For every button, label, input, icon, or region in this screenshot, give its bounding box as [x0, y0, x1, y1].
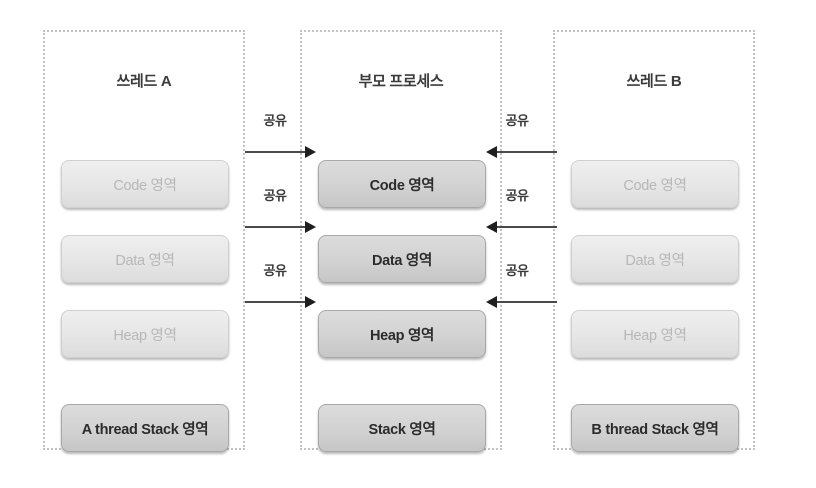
connector-line-thread-a-code [245, 151, 313, 153]
arrow-head-right-data [305, 221, 316, 233]
memory-box-parent-code[interactable]: Code 영역 [318, 160, 486, 208]
panel-parent-process: 부모 프로세스 Code 영역 Data 영역 Heap 영역 Stack 영역 [300, 30, 503, 452]
memory-box-parent-stack[interactable]: Stack 영역 [318, 404, 486, 452]
arrow-head-right-heap [305, 296, 316, 308]
panel-title-thread-b: 쓰레드 B [626, 73, 682, 90]
share-label-left-data: 공유 [263, 188, 287, 203]
memory-box-thread-a-stack[interactable]: A thread Stack 영역 [61, 404, 229, 452]
arrow-head-left-code [486, 146, 497, 158]
share-label-right-heap: 공유 [505, 263, 529, 278]
connector-line-thread-a-heap [245, 301, 313, 303]
memory-box-thread-b-stack[interactable]: B thread Stack 영역 [571, 404, 739, 452]
arrow-head-left-heap [486, 296, 497, 308]
arrow-head-left-data [486, 221, 497, 233]
memory-box-thread-a-heap[interactable]: Heap 영역 [61, 310, 229, 358]
memory-box-thread-a-code[interactable]: Code 영역 [61, 160, 229, 208]
memory-box-thread-a-data[interactable]: Data 영역 [61, 235, 229, 283]
connector-line-thread-a-data [245, 226, 313, 228]
share-label-left-code: 공유 [263, 113, 287, 128]
connector-line-thread-b-code [489, 151, 557, 153]
panel-thread-a: 쓰레드 A Code 영역 Data 영역 Heap 영역 A thread S… [43, 30, 246, 452]
panel-title-thread-a: 쓰레드 A [116, 73, 172, 90]
share-label-right-code: 공유 [505, 113, 529, 128]
memory-box-thread-b-heap[interactable]: Heap 영역 [571, 310, 739, 358]
connector-line-thread-b-heap [489, 301, 557, 303]
panel-title-parent-process: 부모 프로세스 [358, 73, 444, 90]
memory-box-thread-b-code[interactable]: Code 영역 [571, 160, 739, 208]
share-label-left-heap: 공유 [263, 263, 287, 278]
share-label-right-data: 공유 [505, 188, 529, 203]
memory-box-parent-data[interactable]: Data 영역 [318, 235, 486, 283]
memory-box-thread-b-data[interactable]: Data 영역 [571, 235, 739, 283]
connector-line-thread-b-data [489, 226, 557, 228]
panel-thread-b: 쓰레드 B Code 영역 Data 영역 Heap 영역 B thread S… [553, 30, 756, 452]
arrow-head-right-code [305, 146, 316, 158]
memory-box-parent-heap[interactable]: Heap 영역 [318, 310, 486, 358]
